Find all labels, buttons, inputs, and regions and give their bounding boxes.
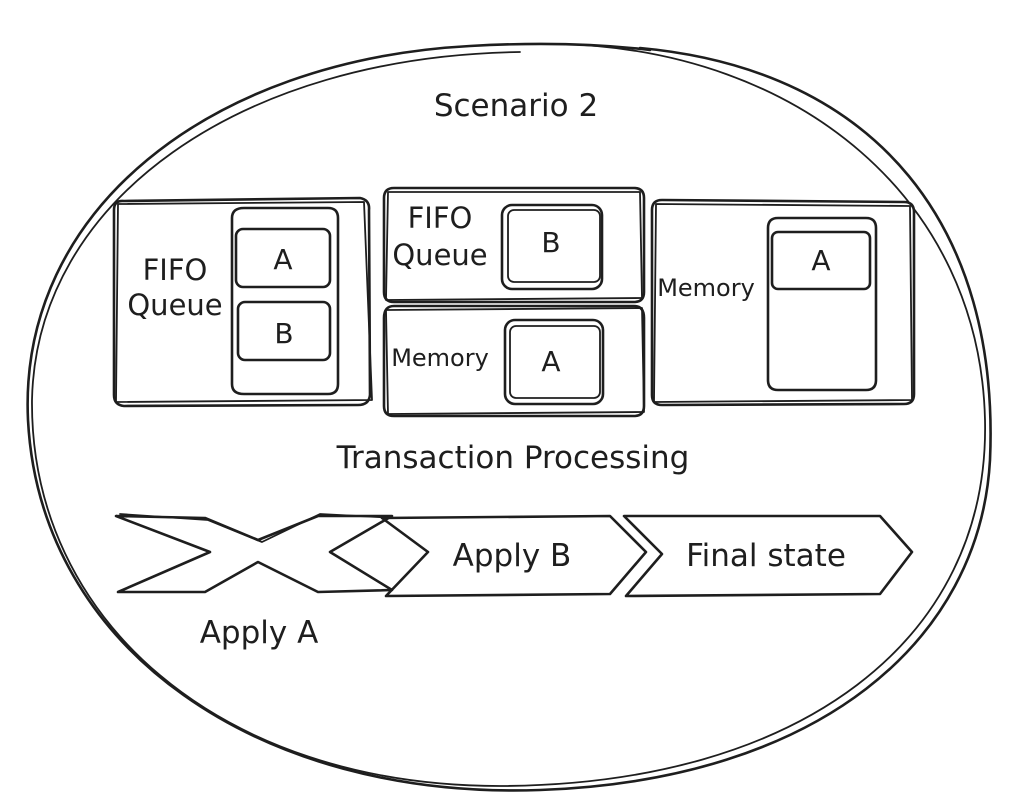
queue-item-label: B [541,226,560,259]
memory-item-a: A [503,318,605,406]
panel-memory-3: Memory A [650,198,916,407]
panel-fifo-queue-2: FIFO Queue B [382,186,646,304]
timeline: Apply B Final state Apply A [114,513,914,651]
panel-3-label: Memory [657,274,755,302]
timeline-step-label: Final state [686,538,846,574]
queue-item-b: B [236,300,332,362]
queue-item-b: B [500,203,604,291]
section-caption: Transaction Processing [336,440,690,476]
panel-1-label-line2: Queue [127,288,222,322]
panel-2-top-label-line2: Queue [392,238,487,272]
scenario-boundary [26,42,992,792]
memory-item-label: A [811,244,830,277]
timeline-step-apply-b: Apply B [380,514,648,598]
timeline-step-final-state: Final state [622,514,914,598]
timeline-step-label-apply-a: Apply A [200,615,319,651]
panel-2-top-label-line1: FIFO [408,201,473,235]
panel-2-bottom-label: Memory [391,344,489,372]
timeline-step-label: Apply B [453,538,572,574]
memory-item-label: A [541,345,560,378]
panel-1-label-line1: FIFO [143,253,208,287]
queue-item-label: A [273,243,292,276]
memory-item-a: A [770,230,872,291]
diagram-title: Scenario 2 [434,88,598,124]
queue-item-label: B [274,317,293,350]
panel-fifo-queue-1: FIFO Queue A B [112,196,373,408]
queue-item-a: A [234,227,332,289]
timeline-step-apply-a [114,513,397,594]
panel-memory-2: Memory A [382,304,646,418]
